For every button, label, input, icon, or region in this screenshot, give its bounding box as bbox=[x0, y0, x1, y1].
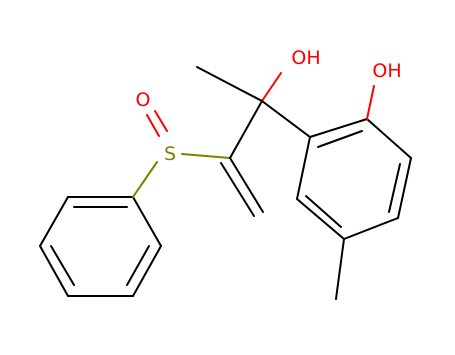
bond-s-o-2 bbox=[154, 110, 168, 132]
bond-vinyl-1 bbox=[229, 157, 264, 213]
phenol-ring bbox=[296, 118, 412, 240]
sulfur-label: S bbox=[164, 143, 176, 165]
phenyl-ring bbox=[39, 196, 162, 297]
bond-vinyl-2 bbox=[220, 162, 255, 217]
bonds bbox=[39, 66, 412, 300]
sulfoxide-oxygen-label: O bbox=[136, 89, 151, 111]
bond-vinyl-cq bbox=[229, 100, 263, 159]
bond-cq-methyl bbox=[196, 66, 263, 102]
bond-s-o-1 bbox=[146, 114, 160, 137]
phenol-hydroxyl-label: OH bbox=[372, 60, 401, 82]
bond-phenyl-s bbox=[132, 161, 158, 198]
bond-s-vinyl bbox=[181, 153, 231, 159]
tertiary-hydroxyl-label: OH bbox=[291, 47, 320, 69]
bond-aryl-oh bbox=[366, 85, 375, 120]
bond-cq-aryl bbox=[261, 100, 311, 138]
bond-cq-oh bbox=[261, 72, 282, 102]
bond-aryl-methyl bbox=[335, 238, 345, 300]
